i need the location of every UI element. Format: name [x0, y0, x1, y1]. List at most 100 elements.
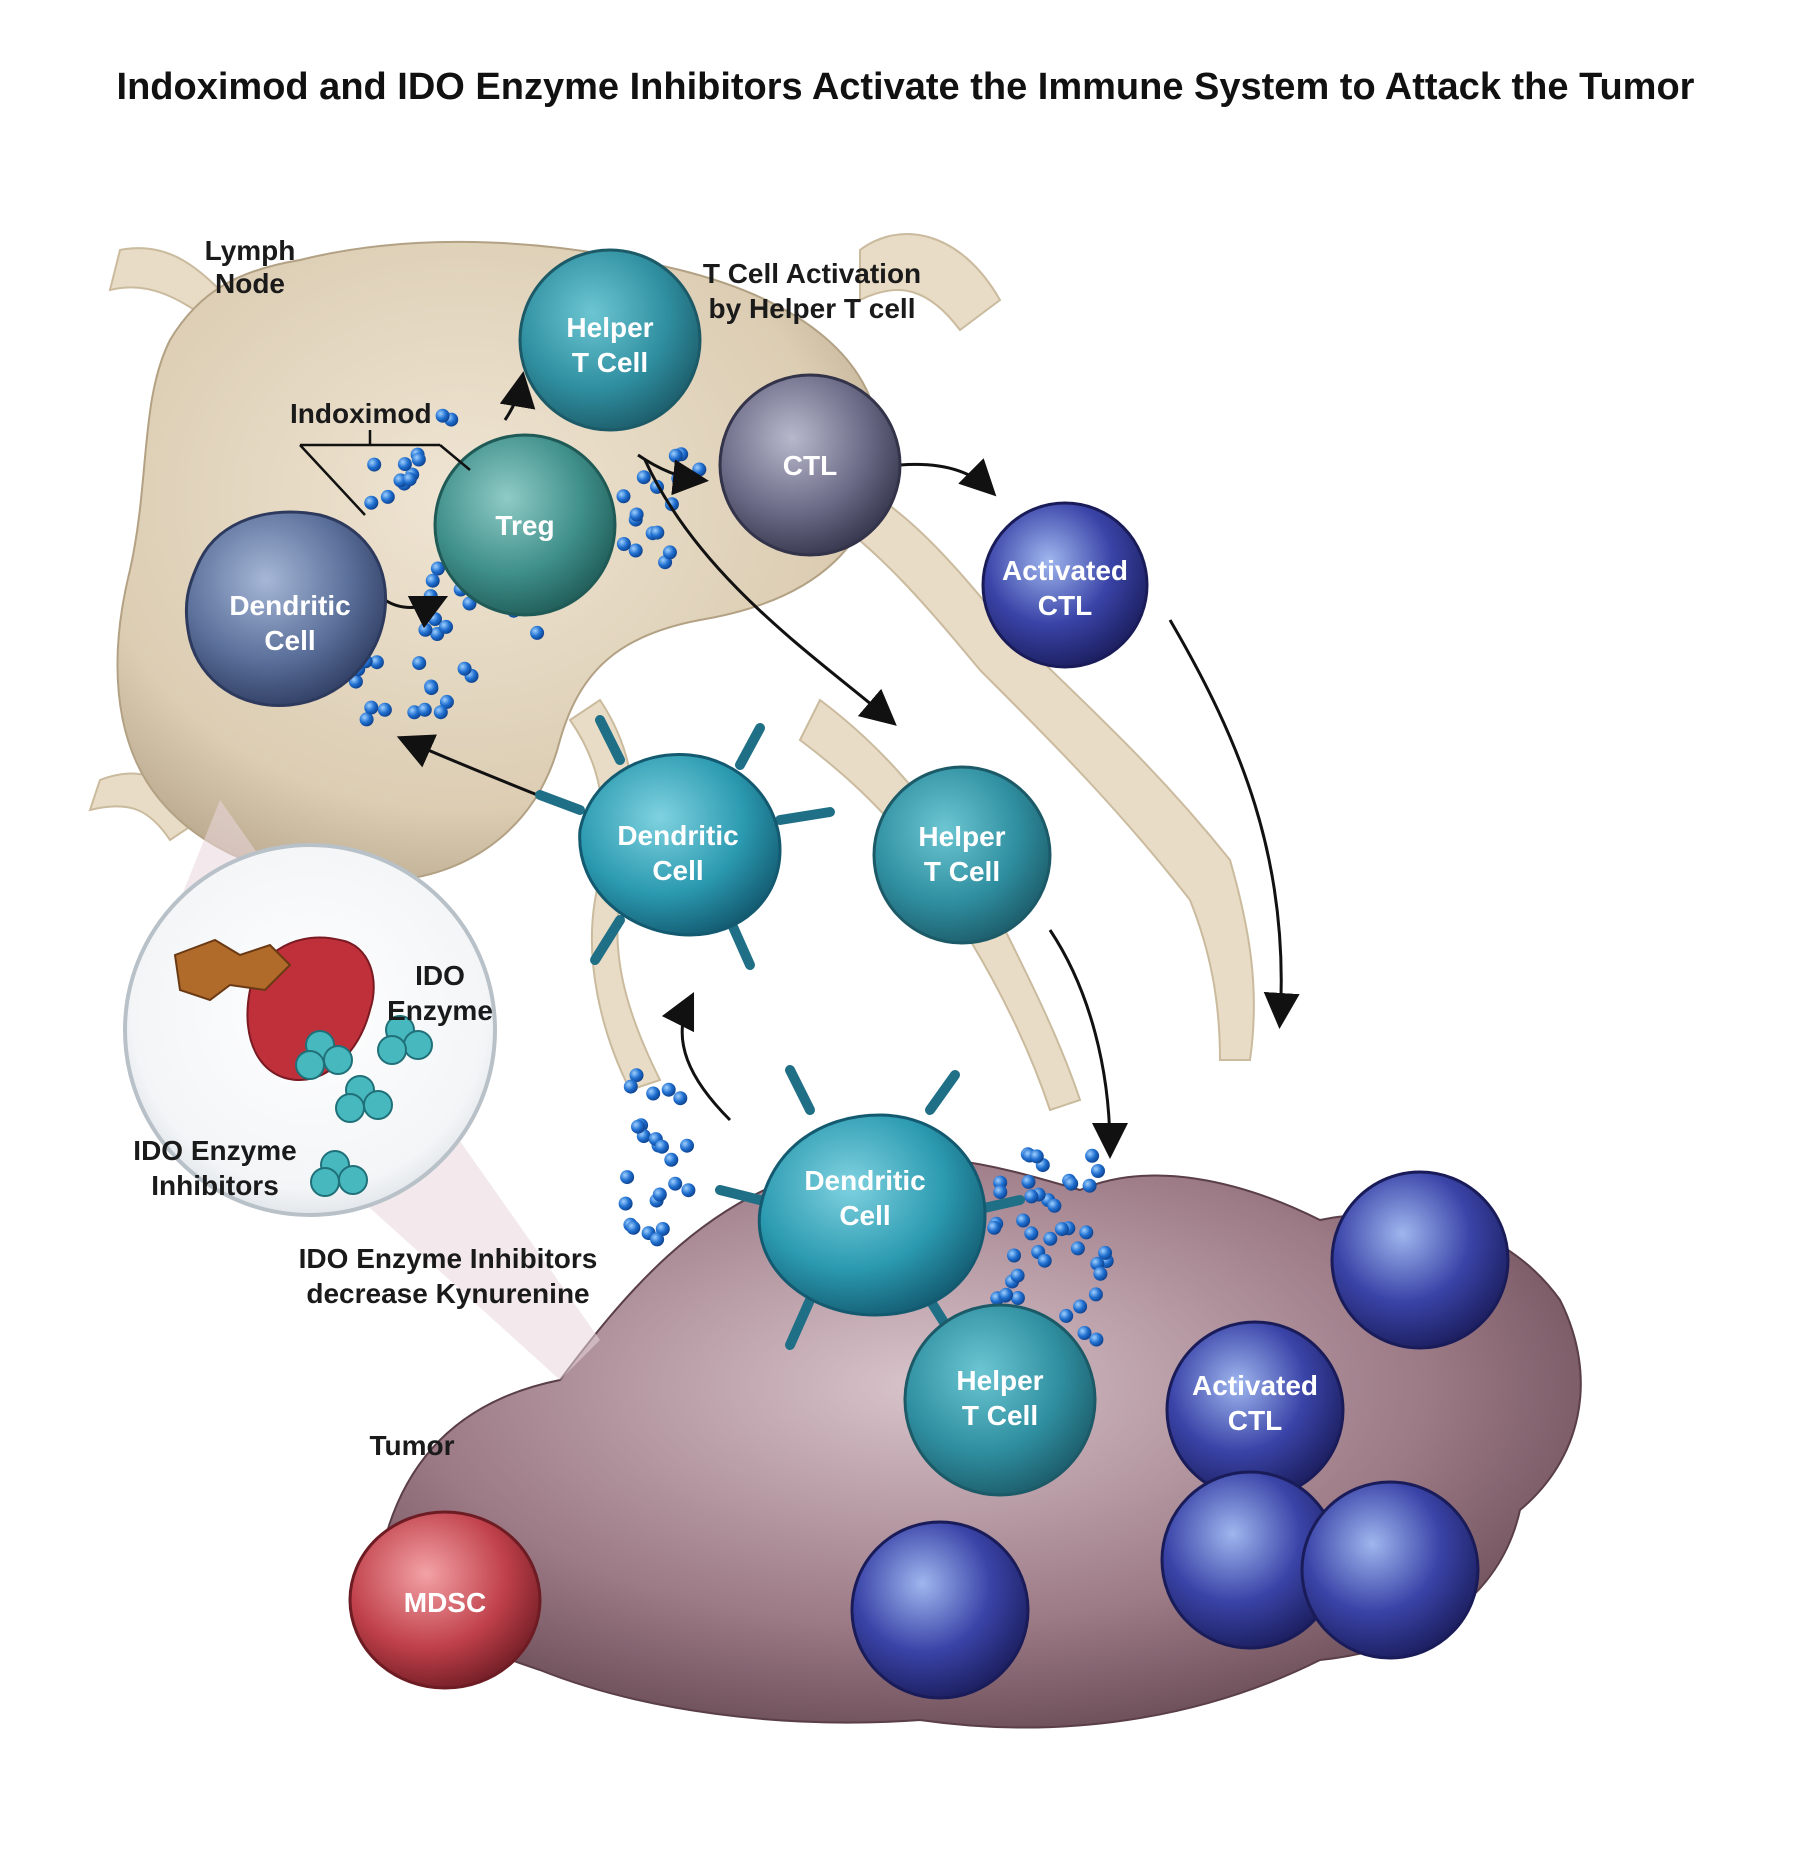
dendritic-tumor-label-1: Dendritic	[804, 1165, 925, 1196]
indoximod-dot	[1043, 1231, 1058, 1246]
indoximod-dot	[359, 712, 374, 727]
helper-t-cell-top-label-1: Helper	[566, 312, 653, 343]
indoximod-dot	[1077, 1326, 1092, 1340]
indoximod-molecule	[173, 938, 292, 1002]
indoximod-dot	[435, 408, 450, 423]
indoximod-dot	[650, 1232, 665, 1247]
indoximod-dot	[439, 694, 454, 709]
indoximod-dot	[1059, 1308, 1074, 1323]
indoximod-dot	[636, 470, 651, 485]
indoximod-dot	[412, 656, 427, 671]
indoximod-dot	[1085, 1148, 1100, 1163]
ido-inhibitors-label-2: Inhibitors	[151, 1170, 279, 1201]
indoximod-dot	[623, 1079, 638, 1094]
treg-cell: Treg	[433, 433, 617, 617]
indoximod-dot	[417, 702, 432, 717]
indoximod-dot	[424, 681, 439, 696]
indoximod-dot	[655, 1222, 670, 1236]
indoximod-dot	[652, 1187, 667, 1202]
indoximod-dot	[433, 705, 448, 720]
indoximod-dot	[1016, 1213, 1031, 1228]
indoximod-dot	[628, 543, 643, 558]
ido-enzyme-label-2: Enzyme	[387, 995, 493, 1026]
indoximod-dot	[377, 702, 392, 717]
indoximod-dot	[662, 545, 677, 560]
indoximod-dot	[631, 1119, 645, 1134]
indoximod-dot	[1093, 1266, 1108, 1281]
indoximod-dot	[681, 1183, 696, 1198]
activated-ctl-top: Activated CTL	[981, 501, 1149, 669]
indoximod-dot	[430, 561, 445, 576]
indoximod-dot	[1024, 1226, 1039, 1241]
ido-inset	[123, 800, 600, 1380]
helper-mid-label-1: Helper	[918, 821, 1005, 852]
indoximod-dot	[1089, 1332, 1104, 1347]
ctl-tumor-3	[1300, 1480, 1480, 1660]
indoximod-dot	[655, 1139, 669, 1154]
indoximod-dot	[626, 1220, 641, 1235]
indoximod-dot	[668, 1176, 683, 1191]
indoximod-dot	[1073, 1299, 1088, 1314]
ctl-top-label: CTL	[783, 450, 837, 481]
t-cell-activation-label-2: by Helper T cell	[709, 293, 916, 324]
indoximod-dot	[1037, 1253, 1052, 1268]
indoximod-dot	[987, 1220, 1002, 1235]
helper-mid-label-2: T Cell	[924, 856, 1000, 887]
ctl-tumor-1	[1330, 1170, 1510, 1350]
indoximod-dot	[1007, 1248, 1021, 1263]
indoximod-dot	[999, 1287, 1014, 1302]
helper-tumor-label-1: Helper	[956, 1365, 1043, 1396]
figure-title: Indoximod and IDO Enzyme Inhibitors Acti…	[116, 66, 1695, 108]
indoximod-dot	[616, 537, 631, 551]
helper-t-cell-tumor: Helper T Cell	[903, 1303, 1097, 1497]
indoximod-dot	[397, 457, 412, 472]
indoximod-dot	[364, 495, 379, 510]
indoximod-dot	[380, 489, 395, 504]
indoximod-dot	[439, 619, 453, 634]
indoximod-dot	[402, 472, 417, 487]
lymph-node-label-2: Node	[215, 268, 285, 299]
indoximod-dot	[1064, 1176, 1079, 1191]
indoximod-dot	[618, 1196, 633, 1211]
indoximod-dot	[1010, 1268, 1025, 1283]
ido-decrease-label-2: decrease Kynurenine	[306, 1278, 589, 1309]
helper-t-cell-top-label-2: T Cell	[572, 347, 648, 378]
indoximod-dot	[369, 655, 384, 670]
indoximod-dot	[664, 1152, 679, 1167]
dendritic-tumor-label-2: Cell	[839, 1200, 890, 1231]
indoximod-dot	[1010, 1291, 1025, 1305]
indoximod-dot	[425, 573, 440, 588]
indoximod-dot	[616, 489, 631, 504]
indoximod-dot	[1088, 1287, 1103, 1302]
activated-ctl-top-label-1: Activated	[1002, 555, 1128, 586]
treg-label: Treg	[495, 510, 554, 541]
dendritic-mid-label-1: Dendritic	[617, 820, 738, 851]
indoximod-dot	[1021, 1174, 1036, 1189]
activated-ctl-tumor-label-2: CTL	[1228, 1405, 1282, 1436]
helper-t-cell-mid: Helper T Cell	[872, 765, 1052, 945]
indoximod-dot	[530, 625, 545, 640]
indoximod-dot	[1082, 1178, 1097, 1193]
ido-inhibitors-label-1: IDO Enzyme	[133, 1135, 296, 1166]
indoximod-dot	[407, 705, 422, 720]
indoximod-dot	[1054, 1222, 1069, 1237]
indoximod-dot	[661, 1082, 676, 1097]
indoximod-dot	[629, 1068, 644, 1083]
indoximod-label: Indoximod	[290, 398, 432, 429]
indoximod-dot	[673, 1091, 688, 1106]
indoximod-dot	[1091, 1164, 1105, 1178]
indoximod-dot	[650, 525, 665, 540]
dendritic-lymph-label-1: Dendritic	[229, 590, 350, 621]
indoximod-dot	[411, 452, 426, 467]
indoximod-dot	[668, 448, 683, 463]
indoximod-dot	[1098, 1245, 1113, 1260]
ido-inhibitor-molecules	[295, 1015, 433, 1197]
ctl-top: CTL	[718, 373, 902, 557]
mdsc-label: MDSC	[404, 1587, 486, 1618]
dendritic-cell-lymph: Dendritic Cell	[184, 510, 388, 708]
mdsc-cell: MDSC	[348, 1510, 542, 1690]
lymph-node-label-1: Lymph	[205, 235, 296, 266]
indoximod-dot	[1029, 1149, 1044, 1164]
indoximod-dot	[993, 1185, 1008, 1200]
activated-ctl-tumor-label-1: Activated	[1192, 1370, 1318, 1401]
